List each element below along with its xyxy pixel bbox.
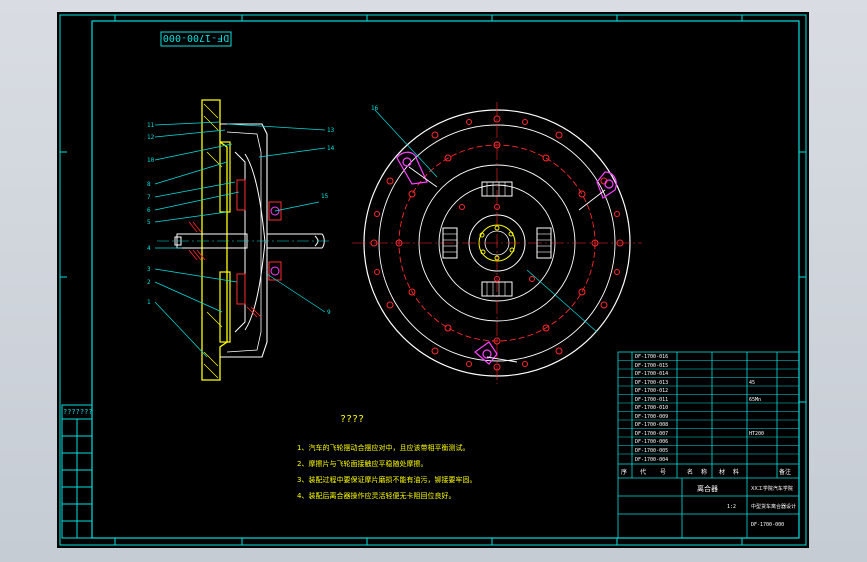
svg-text:DF-1700-000: DF-1700-000 — [163, 32, 229, 43]
callout-number: 3 — [147, 266, 151, 273]
callout-number: 6 — [147, 207, 151, 214]
callout-number: 10 — [147, 157, 155, 164]
drawing-number: DF-1700-000 — [751, 522, 784, 528]
clutch-section-view — [154, 99, 332, 381]
requirements-title: ???? — [340, 414, 364, 425]
callout-number: 9 — [327, 309, 331, 316]
svg-text:号: 号 — [660, 469, 666, 476]
svg-text:代: 代 — [640, 468, 646, 476]
note-line: 4、装配后离合器操作应灵活轻便无卡阻回位良好。 — [297, 491, 455, 500]
svg-text:材: 材 — [719, 468, 725, 476]
callout-number: 5 — [147, 219, 151, 226]
drawing-svg: DF-1700-000 ??????? — [59, 14, 807, 546]
parts-list: DF-1700-016 DF-1700-015 DF-1700-014 DF-1… — [635, 354, 764, 463]
part-code: DF-1700-006 — [635, 439, 668, 445]
part-code: DF-1700-007 — [635, 431, 668, 437]
callouts-left: 11 12 10 8 7 6 5 4 3 2 1 — [147, 122, 155, 306]
margin-label: ??????? — [63, 408, 93, 416]
callout-number: 14 — [327, 145, 335, 152]
callouts-right: 13 14 15 9 — [321, 127, 335, 316]
note-line: 2、摩擦片与飞轮面接触应平稳随处摩擦。 — [297, 459, 427, 468]
drawing-scale: 1:2 — [727, 504, 736, 510]
part-material: HT200 — [749, 431, 764, 437]
part-code: DF-1700-012 — [635, 388, 668, 394]
callout-number: 11 — [147, 122, 155, 129]
part-code: DF-1700-016 — [635, 354, 668, 360]
part-code: DF-1700-011 — [635, 397, 668, 403]
title-block-rows — [618, 360, 799, 455]
inner-border — [91, 20, 800, 539]
callout-number: 16 — [371, 105, 379, 112]
title-block-frame — [617, 351, 800, 539]
callout-number: 8 — [147, 181, 151, 188]
part-code: DF-1700-009 — [635, 414, 668, 420]
callout-number: 7 — [147, 194, 151, 201]
part-code: DF-1700-010 — [635, 405, 668, 411]
part-material: 45 — [749, 380, 755, 386]
svg-text:称: 称 — [701, 468, 707, 476]
part-code: DF-1700-013 — [635, 380, 668, 386]
technical-notes: 1、汽车的飞轮摆动合摆应对中，且应该带相平衡测试。 2、摩擦片与飞轮面接触应平稳… — [297, 443, 476, 500]
cad-drawing-canvas: DF-1700-000 ??????? — [57, 12, 809, 548]
callout-number: 4 — [147, 245, 151, 252]
outer-border — [59, 14, 807, 546]
svg-text:备注: 备注 — [779, 468, 791, 476]
part-code: DF-1700-015 — [635, 363, 668, 369]
callout-number: 2 — [147, 279, 151, 286]
callout-number: 12 — [147, 134, 155, 141]
part-code: DF-1700-004 — [635, 457, 668, 463]
school-name: XX工学院汽车学院 — [751, 485, 793, 492]
zone-ticks — [60, 15, 806, 545]
title-block-header: 序 代 号 名 称 材 料 备注 — [621, 468, 791, 476]
code-stamp: DF-1700-000 — [160, 31, 232, 47]
svg-text:料: 料 — [733, 468, 739, 476]
project-name: 中型货车离合器设计 — [751, 503, 796, 510]
left-margin-table — [61, 404, 93, 539]
product-name: 离合器 — [697, 484, 718, 493]
part-code: DF-1700-014 — [635, 371, 668, 377]
svg-text:序: 序 — [621, 468, 627, 476]
part-code: DF-1700-008 — [635, 422, 668, 428]
svg-text:名: 名 — [687, 468, 693, 476]
callout-number: 1 — [147, 299, 151, 306]
part-code: DF-1700-005 — [635, 448, 668, 454]
callout-number: 13 — [327, 127, 335, 134]
callout-number: 15 — [321, 193, 329, 200]
note-line: 1、汽车的飞轮摆动合摆应对中，且应该带相平衡测试。 — [297, 443, 469, 452]
clutch-front-view — [352, 102, 642, 384]
part-material: 65Mn — [749, 397, 761, 403]
note-line: 3、装配过程中要保证摩片磨损不能有油污，铆接要牢固。 — [297, 475, 476, 484]
